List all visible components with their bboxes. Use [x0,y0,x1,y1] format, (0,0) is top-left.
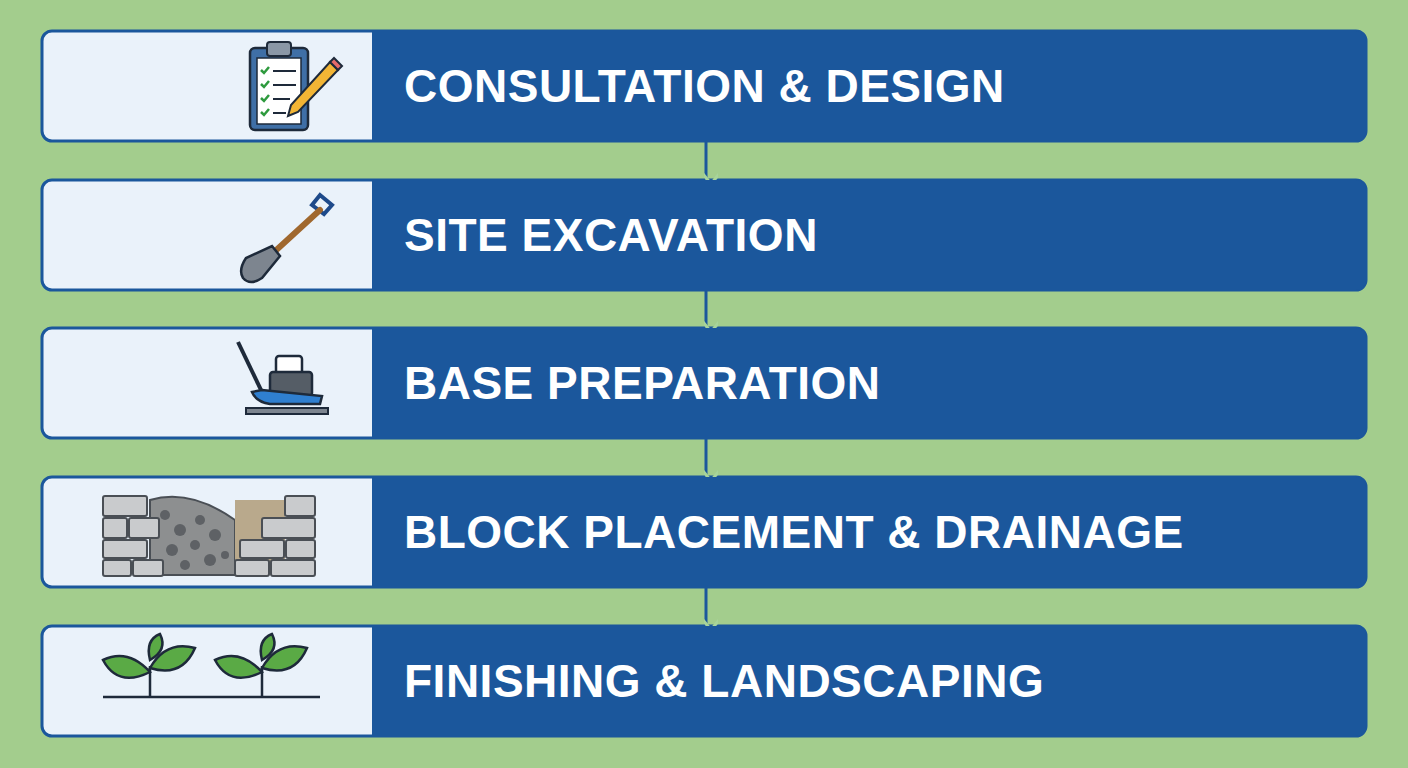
flow-arrow [705,291,708,327]
card-frame [42,328,1366,438]
block-wall-icon [103,496,315,576]
step-label: BASE PREPARATION [404,358,881,409]
step-label: FINISHING & LANDSCAPING [404,656,1044,707]
process-step: CONSULTATION & DESIGN [372,31,1366,141]
card-frame [42,477,1366,587]
process-step: SITE EXCAVATION [372,180,1366,290]
flow-arrow [705,588,708,625]
process-step: FINISHING & LANDSCAPING [372,626,1366,736]
clipboard-icon [250,42,342,130]
card-frame [42,626,1366,736]
step-label: CONSULTATION & DESIGN [404,61,1005,112]
plate-compactor-icon [238,342,328,414]
flow-arrow [705,439,708,476]
step-label: SITE EXCAVATION [404,210,818,261]
step-label: BLOCK PLACEMENT & DRAINAGE [404,507,1184,558]
process-step: BASE PREPARATION [372,328,1366,438]
flow-arrow [705,142,708,179]
card-frame [42,31,1366,141]
card-frame [42,180,1366,290]
shovel-icon [241,195,332,282]
sprouts-icon [103,634,320,697]
process-step: BLOCK PLACEMENT & DRAINAGE [372,477,1366,587]
